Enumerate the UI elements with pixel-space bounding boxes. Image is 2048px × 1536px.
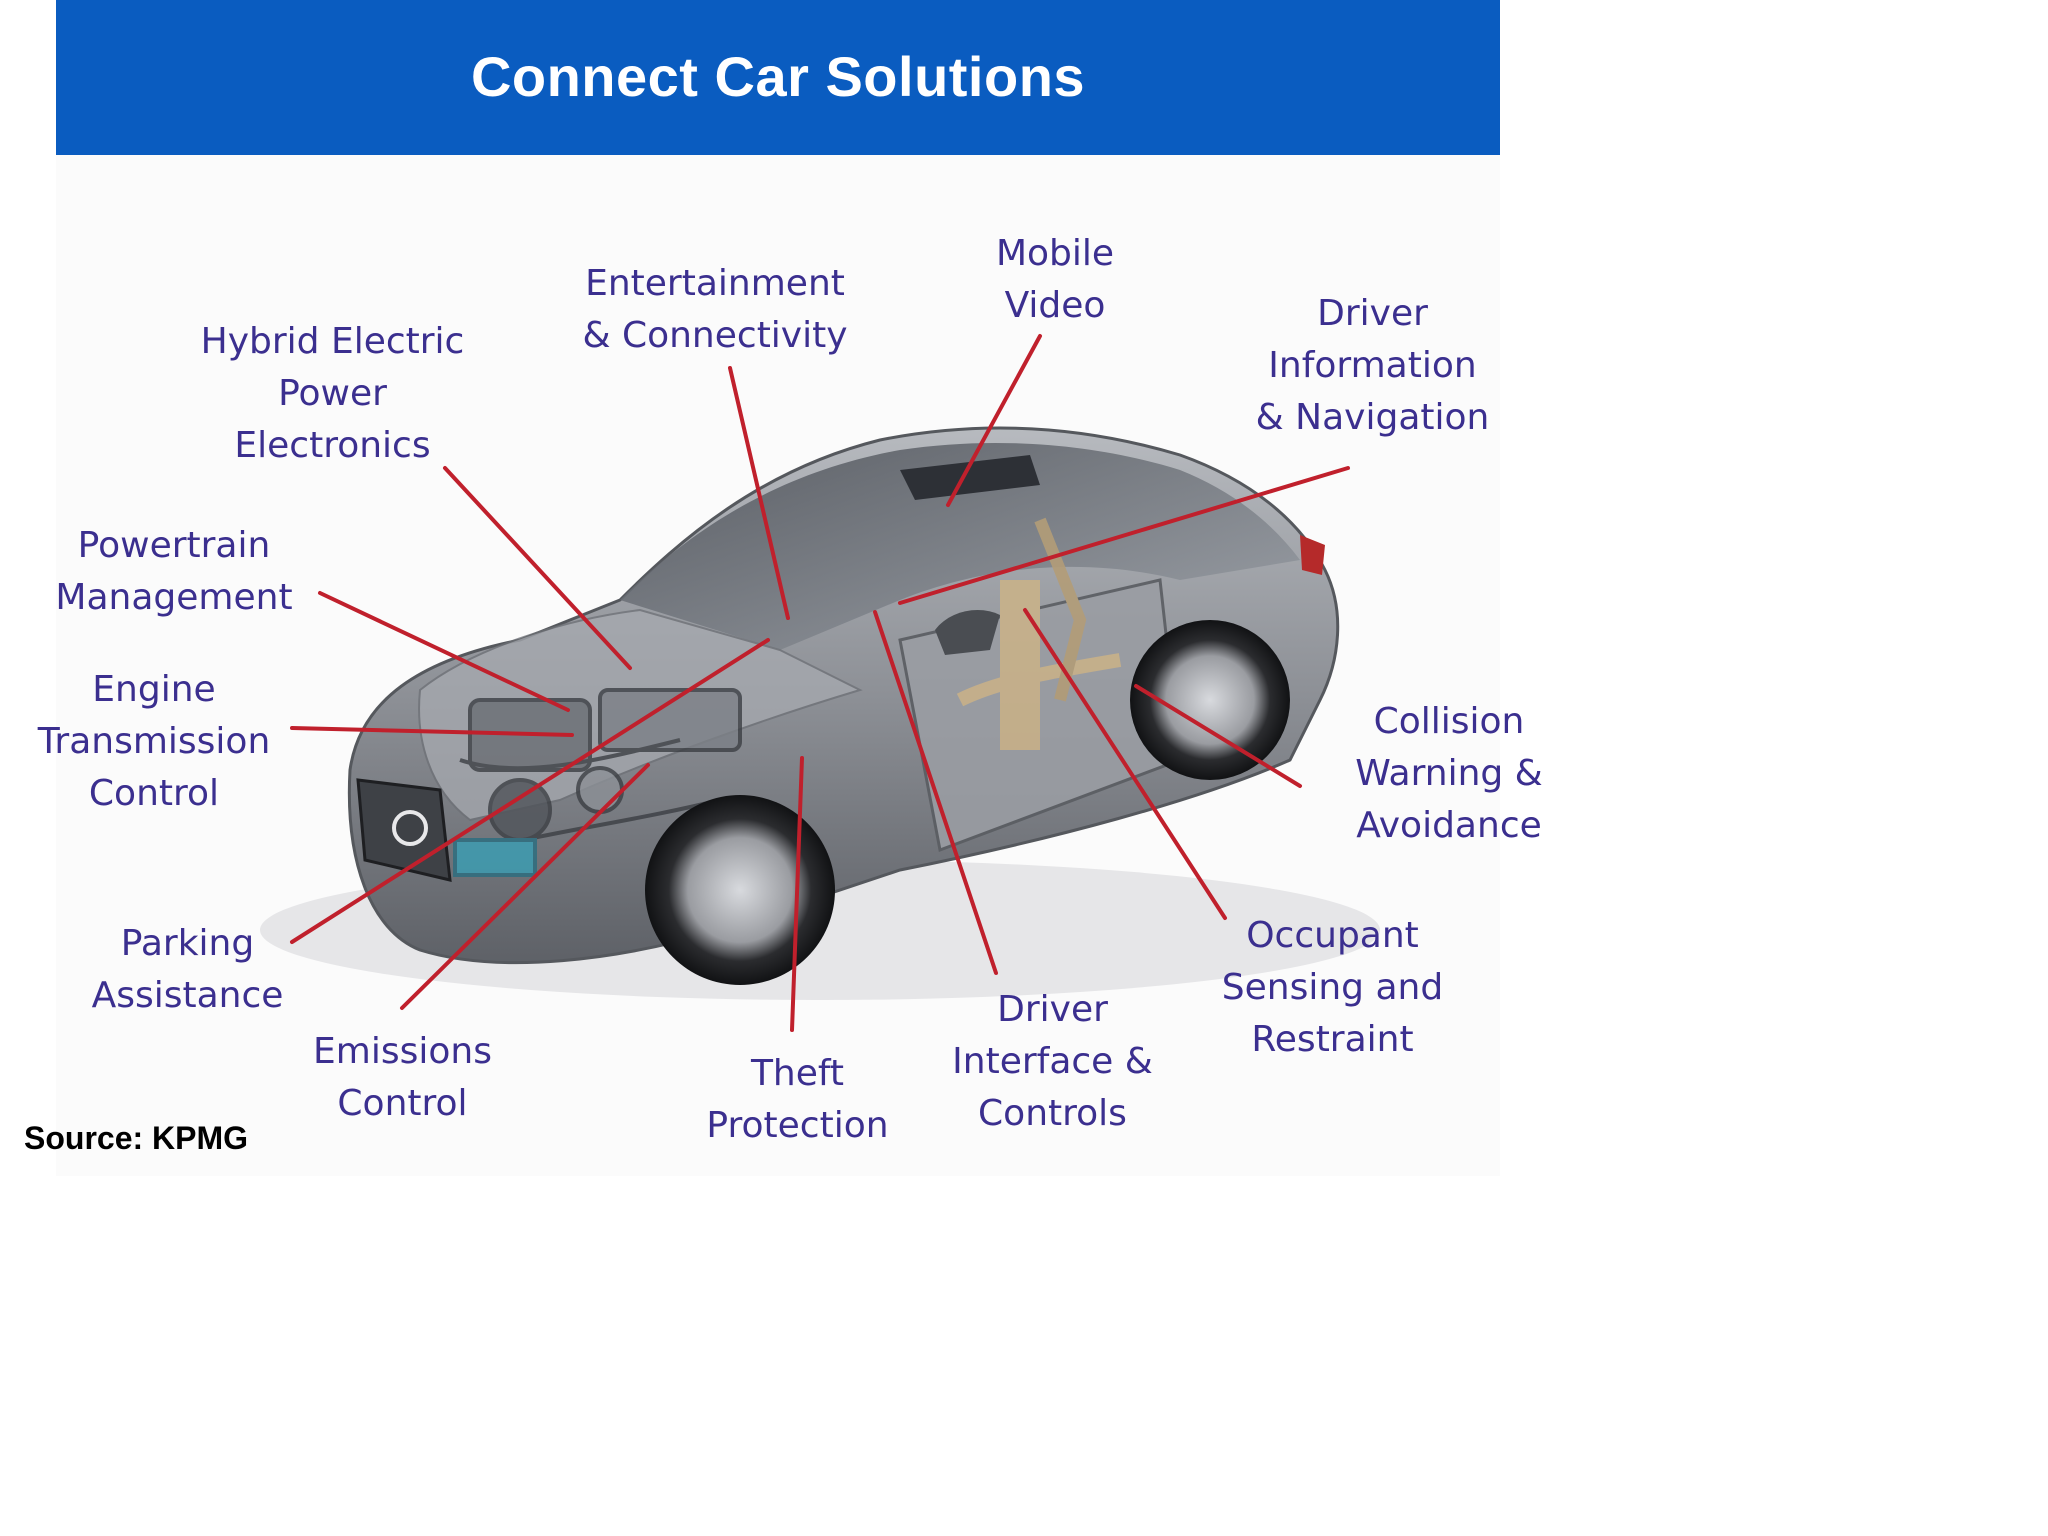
rear-wheel [1130, 620, 1290, 780]
leader-mobile-video [946, 334, 1042, 507]
car-roof-glass [620, 442, 1300, 650]
leader-driver-info [898, 466, 1350, 605]
leader-entertainment [728, 366, 790, 620]
car-emblem [392, 810, 428, 846]
leader-lines [290, 334, 1350, 1032]
leader-theft [790, 756, 804, 1032]
leader-hybrid [443, 466, 632, 670]
leader-powertrain [318, 591, 570, 712]
source-credit: Source: KPMG [24, 1120, 249, 1156]
leader-engine [290, 726, 574, 737]
front-wheel [645, 795, 835, 985]
header-banner: Connect Car Solutions [56, 0, 1500, 155]
leader-driver-interface [873, 610, 998, 975]
leader-parking [290, 638, 770, 944]
side-mirror [935, 610, 1000, 655]
leader-emissions [400, 763, 650, 1010]
diagram-title: Connect Car Solutions [470, 45, 1086, 108]
label-entertainment: Entertainment& Connectivity [582, 263, 848, 356]
tail-light [1300, 535, 1325, 575]
sedan-cutaway-icon [260, 334, 1380, 1032]
car-sunroof [900, 455, 1040, 500]
leader-occupant [1023, 608, 1227, 920]
leader-collision [1134, 684, 1302, 788]
